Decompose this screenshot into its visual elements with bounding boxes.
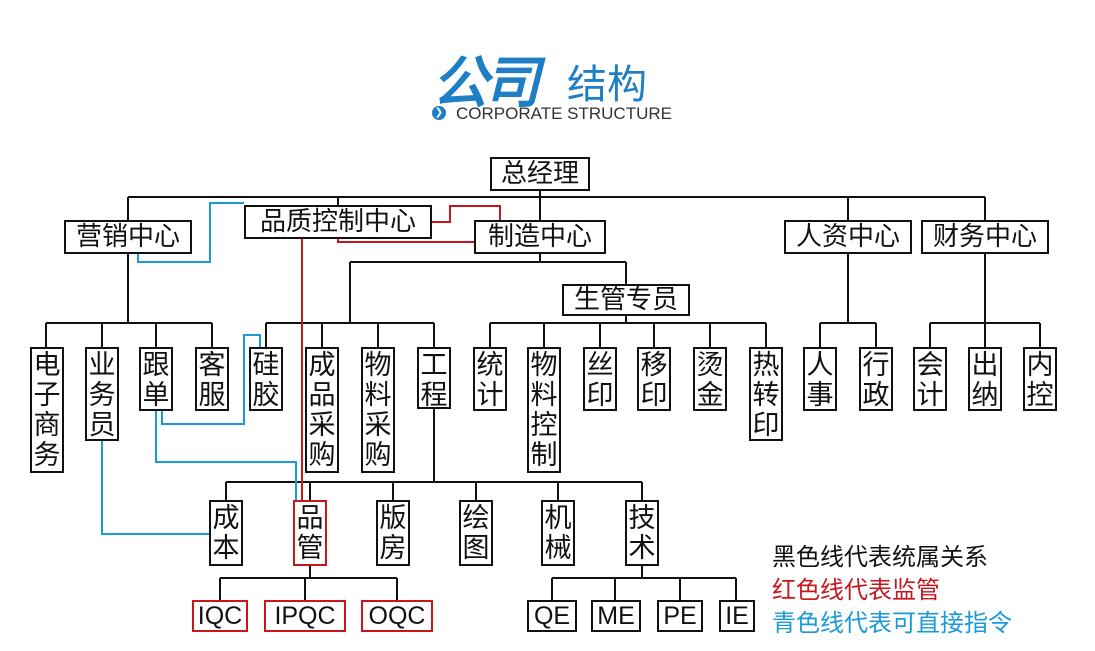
node-pe: PE: [657, 600, 703, 632]
node-sales: 业务员: [85, 347, 119, 441]
node-personnel: 人事: [803, 347, 837, 411]
node-material-control: 物料控制: [527, 347, 561, 473]
node-hot-stamp: 烫金: [693, 347, 727, 411]
blue-lines: [101, 202, 297, 535]
company-logo: 公司: [432, 50, 540, 116]
node-accounting: 会计: [913, 347, 947, 411]
node-cost: 成本: [209, 500, 243, 566]
node-machinery: 机械: [541, 500, 575, 566]
node-technology: 技术: [625, 500, 659, 566]
node-pad-print: 移印: [637, 347, 671, 411]
node-internal-control: 内控: [1023, 347, 1057, 411]
node-customer-service: 客服: [195, 347, 229, 411]
node-qe: QE: [527, 600, 577, 632]
page-subtitle: CORPORATE STRUCTURE: [456, 104, 672, 123]
page-title: 结构: [567, 62, 647, 108]
node-silicone: 硅胶: [249, 347, 283, 411]
node-ie: IE: [719, 600, 755, 632]
node-administration: 行政: [859, 347, 893, 411]
node-ecommerce: 电子商务: [30, 347, 64, 473]
node-general-manager: 总经理: [490, 157, 590, 191]
legend-black-line: 黑色线代表统属关系: [772, 543, 988, 571]
node-finance-center: 财务中心: [921, 220, 1049, 254]
node-quality-control-center: 品质控制中心: [244, 205, 432, 239]
node-engineering: 工程: [417, 347, 451, 411]
node-manufacturing-center: 制造中心: [474, 220, 606, 254]
node-heat-transfer: 热转印: [749, 347, 783, 441]
chevron-right-icon: ❯: [432, 106, 446, 120]
node-product-purchase: 成品采购: [305, 347, 339, 473]
node-oqc: OQC: [361, 600, 433, 632]
node-material-purchase: 物料采购: [361, 347, 395, 473]
black-lines: [45, 190, 1041, 600]
node-plate-room: 版房: [376, 500, 410, 566]
node-follow-up: 跟单: [139, 347, 173, 411]
node-iqc: IQC: [192, 600, 248, 632]
node-ipqc: IPQC: [264, 600, 346, 632]
node-cashier: 出纳: [968, 347, 1002, 411]
node-hr-center: 人资中心: [784, 220, 912, 254]
node-drawing: 绘图: [459, 500, 493, 566]
node-production-planner: 生管专员: [562, 284, 690, 316]
node-marketing-center: 营销中心: [64, 220, 192, 254]
legend-red-line: 红色线代表监管: [772, 576, 940, 604]
legend-blue-line: 青色线代表可直接指令: [772, 609, 1012, 637]
node-silk-print: 丝印: [583, 347, 617, 411]
node-statistics: 统计: [473, 347, 507, 411]
node-quality-management: 品管: [293, 500, 327, 566]
node-me: ME: [591, 600, 641, 632]
